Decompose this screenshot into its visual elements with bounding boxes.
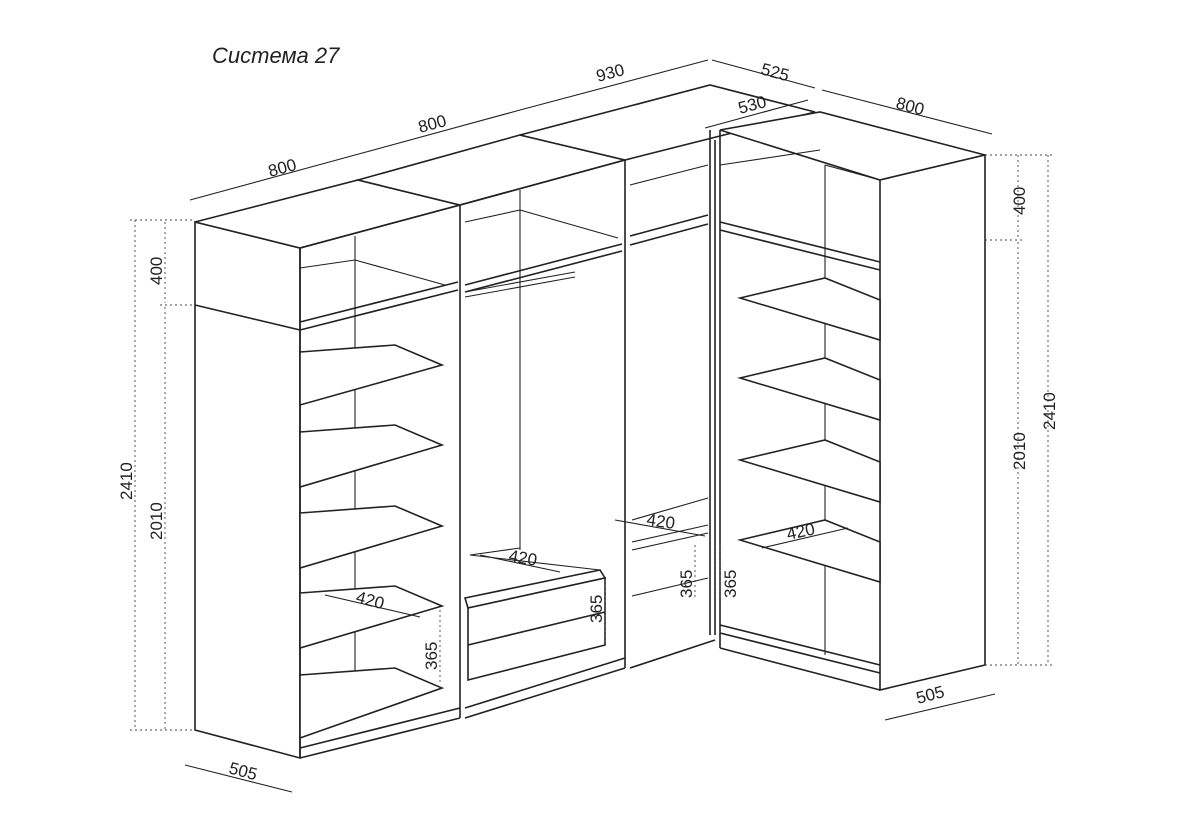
dim-right-height-total: 2410: [1040, 392, 1059, 430]
dim-corner-gap-right: 365: [721, 570, 740, 598]
dim-corner-shelf-depth: 420: [645, 510, 676, 533]
right-cabinet: [719, 111, 986, 692]
dim-drawer-depth: 420: [507, 546, 538, 570]
dim-shelf-gap-left: 365: [422, 642, 441, 670]
dim-right-height-top: 400: [1010, 187, 1029, 215]
dim-left-height-top: 400: [147, 257, 166, 285]
dim-right-depth: 505: [914, 682, 946, 708]
corner-cabinet: [519, 84, 816, 669]
dim-drawer-height: 365: [587, 595, 606, 623]
middle-cabinet: [354, 134, 626, 719]
dim-left-height-total: 2410: [117, 462, 136, 500]
dim-corner-gap: 365: [677, 570, 696, 598]
dimension-lines: [130, 59, 1055, 793]
dim-left-depth: 505: [227, 759, 259, 785]
dim-top-width-6: 800: [894, 94, 926, 120]
dim-top-width-1: 800: [266, 155, 298, 181]
dim-top-width-2: 800: [416, 111, 448, 137]
dim-top-width-3: 930: [594, 60, 626, 86]
dim-top-width-4: 525: [759, 60, 791, 86]
left-cabinet: [194, 179, 461, 760]
diagram-title: Система 27: [212, 43, 340, 68]
dim-right-height-main: 2010: [1010, 432, 1029, 470]
dim-left-height-main: 2010: [147, 502, 166, 540]
